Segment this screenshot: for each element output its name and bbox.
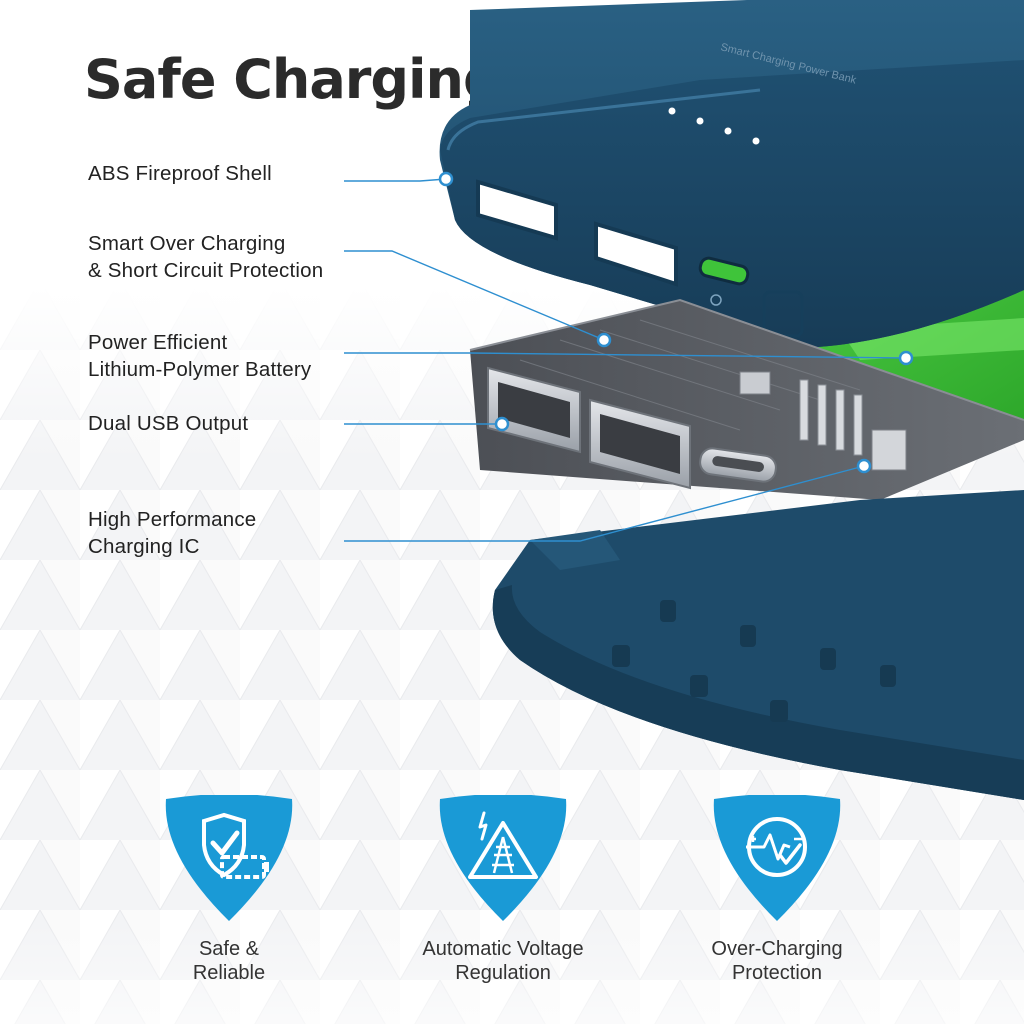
callout-smart-over-charging: Smart Over Charging & Short Circuit Prot…: [88, 230, 323, 284]
badge-label-line: Over-Charging: [711, 938, 843, 960]
circuit-board: [469, 298, 1024, 500]
badge-label: Over-Charging Protection: [647, 937, 907, 985]
callout-line: Lithium-Polymer Battery: [88, 358, 312, 381]
callout-abs-fireproof-shell: ABS Fireproof Shell: [88, 160, 272, 187]
power-bank-exploded-view: Smart Charging Power Bank: [439, 0, 1024, 800]
badge-automatic-voltage-regulation: Automatic Voltage Regulation: [373, 795, 633, 985]
badge-label: Safe & Reliable: [99, 937, 359, 985]
badge-safe-reliable: Safe & Reliable: [99, 795, 359, 985]
page-title: Safe Charging: [84, 48, 502, 111]
badge-over-charging-protection: Over-Charging Protection: [647, 795, 907, 985]
voltage-tower-icon: [439, 795, 567, 921]
bottom-shell: [492, 490, 1024, 800]
callout-line: High Performance: [88, 508, 257, 531]
callout-charging-ic: High Performance Charging IC: [88, 506, 256, 560]
badge-label-line: Safe &: [198, 938, 260, 960]
callout-dual-usb-output: Dual USB Output: [88, 410, 248, 437]
badge-label: Automatic Voltage Regulation: [373, 937, 633, 985]
callout-line: Smart Over Charging: [88, 232, 286, 255]
callout-line: ABS Fireproof Shell: [88, 162, 272, 185]
badge-label-line: Protection: [731, 962, 823, 984]
badge-label-line: Reliable: [192, 962, 266, 984]
callout-line: Dual USB Output: [88, 412, 249, 435]
pulse-check-icon: [713, 795, 841, 921]
callout-line: Charging IC: [88, 535, 200, 558]
callout-lithium-polymer-battery: Power Efficient Lithium-Polymer Battery: [88, 329, 311, 383]
badge-label-line: Automatic Voltage: [422, 938, 584, 960]
shield-check-battery-icon: [165, 795, 293, 921]
callout-line: Power Efficient: [88, 331, 228, 354]
callout-line: & Short Circuit Protection: [88, 259, 324, 282]
badge-label-line: Regulation: [455, 962, 551, 984]
